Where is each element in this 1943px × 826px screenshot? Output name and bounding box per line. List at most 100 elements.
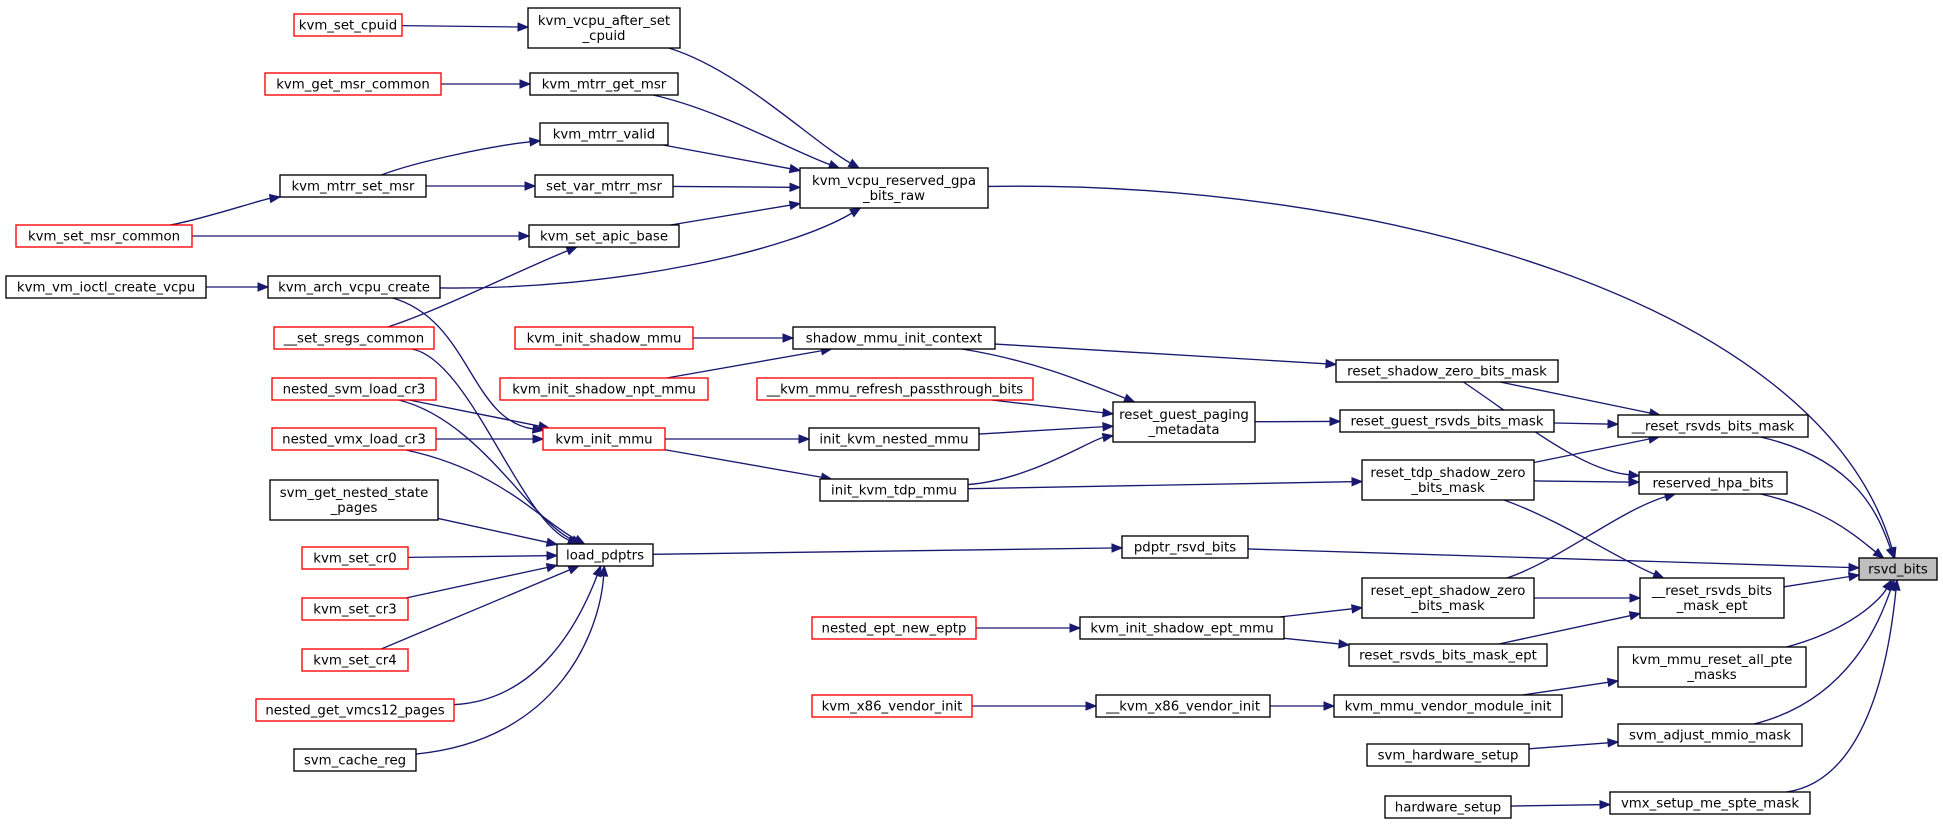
function-node-kvm_mmu_vendor_module_init[interactable]: kvm_mmu_vendor_module_init xyxy=(1333,694,1563,718)
function-node-label: reset_shadow_zero_bits_mask xyxy=(1347,365,1547,380)
function-node-box xyxy=(1639,577,1785,619)
function-node-reset_guest_paging_metadata[interactable]: reset_guest_paging_metadata xyxy=(1112,401,1256,443)
function-node-label: _bits_mask xyxy=(1410,481,1485,496)
function-node-label: kvm_vcpu_after_set xyxy=(538,14,670,29)
function-node-kvm_set_msr_common[interactable]: kvm_set_msr_common xyxy=(15,224,193,248)
function-node-init_kvm_nested_mmu[interactable]: init_kvm_nested_mmu xyxy=(808,427,980,451)
function-node-kvm_init_shadow_ept_mmu[interactable]: kvm_init_shadow_ept_mmu xyxy=(1079,616,1285,640)
function-node-label: _metadata xyxy=(1147,423,1219,438)
function-node-kvm_mmu_reset_all_pte_masks[interactable]: kvm_mmu_reset_all_pte_masks xyxy=(1617,646,1807,688)
function-node-kvm_x86_vendor_init[interactable]: kvm_x86_vendor_init xyxy=(811,694,973,718)
function-node-kvm_init_shadow_mmu[interactable]: kvm_init_shadow_mmu xyxy=(514,326,694,350)
function-node-box xyxy=(534,174,674,198)
call-edge-kvm_set_msr_common-to-kvm_mtrr_set_msr xyxy=(169,193,282,226)
function-node-nested_vmx_load_cr3[interactable]: nested_vmx_load_cr3 xyxy=(271,427,437,451)
function-node-label: reserved_hpa_bits xyxy=(1652,477,1773,492)
function-node-box xyxy=(271,377,437,401)
call-edge-reset_ept_shadow_zero_bits_mask-to-__reset_rsvds_bits_mask_ept xyxy=(1534,593,1642,603)
call-edge-kvm_init_mmu-to-init_kvm_tdp_mmu xyxy=(664,449,833,482)
call-edge-kvm_mtrr_set_msr-to-set_var_mtrr_msr xyxy=(426,181,537,191)
function-node-label: kvm_init_shadow_ept_mmu xyxy=(1090,622,1273,637)
function-node-kvm_mtrr_valid[interactable]: kvm_mtrr_valid xyxy=(539,122,669,146)
call-edge-reset_rsvds_bits_mask_ept-to-__reset_rsvds_bits_mask_ept xyxy=(1498,611,1642,645)
function-node-svm_get_nested_state_pages[interactable]: svm_get_nested_state_pages xyxy=(269,479,439,521)
function-node-label: svm_hardware_setup xyxy=(1378,749,1519,764)
function-node-box xyxy=(556,543,654,567)
function-node-reset_tdp_shadow_zero_bits_mask[interactable]: reset_tdp_shadow_zero_bits_mask xyxy=(1361,459,1535,501)
function-node-label: kvm_mtrr_valid xyxy=(553,128,656,143)
function-node-label: pdptr_rsvd_bits xyxy=(1134,541,1236,556)
function-node-kvm_set_cr3[interactable]: kvm_set_cr3 xyxy=(301,597,409,621)
function-node-box xyxy=(301,546,409,570)
call-edge-kvm_set_cr3-to-load_pdptrs xyxy=(405,562,559,599)
function-node-hardware_setup[interactable]: hardware_setup xyxy=(1384,795,1512,819)
function-node-box xyxy=(792,326,996,350)
call-edge-svm_get_nested_state_pages-to-load_pdptrs xyxy=(437,517,559,547)
function-node-kvm_get_msr_common[interactable]: kvm_get_msr_common xyxy=(264,72,442,96)
call-edge-kvm_get_msr_common-to-kvm_mtrr_get_msr xyxy=(441,79,532,89)
call-edge-kvm_set_msr_common-to-kvm_set_apic_base xyxy=(192,231,531,241)
function-node-svm_hardware_setup[interactable]: svm_hardware_setup xyxy=(1366,743,1530,767)
function-node-kvm_vcpu_after_set_cpuid[interactable]: kvm_vcpu_after_set_cpuid xyxy=(527,7,681,49)
function-node-kvm_init_mmu[interactable]: kvm_init_mmu xyxy=(542,427,666,451)
function-node-kvm_mtrr_set_msr[interactable]: kvm_mtrr_set_msr xyxy=(279,174,427,198)
function-node-box xyxy=(271,427,437,451)
function-node-label: _masks xyxy=(1686,668,1736,683)
function-node-__kvm_x86_vendor_init[interactable]: __kvm_x86_vendor_init xyxy=(1095,694,1271,718)
function-node-box xyxy=(293,13,403,37)
function-node-reserved_hpa_bits[interactable]: reserved_hpa_bits xyxy=(1638,471,1788,495)
function-node-kvm_vcpu_reserved_gpa_bits_raw[interactable]: kvm_vcpu_reserved_gpa_bits_raw xyxy=(799,167,989,209)
function-node-label: kvm_init_shadow_npt_mmu xyxy=(512,383,696,398)
function-node-kvm_set_cr4[interactable]: kvm_set_cr4 xyxy=(301,648,409,672)
function-node-label: __reset_rsvds_bits_mask xyxy=(1631,420,1795,435)
function-node-__set_sregs_common[interactable]: __set_sregs_common xyxy=(273,326,435,350)
function-node-label: kvm_vm_ioctl_create_vcpu xyxy=(17,281,195,296)
function-node-nested_get_vmcs12_pages[interactable]: nested_get_vmcs12_pages xyxy=(255,698,455,722)
function-node-set_var_mtrr_msr[interactable]: set_var_mtrr_msr xyxy=(534,174,674,198)
function-node-kvm_set_cr0[interactable]: kvm_set_cr0 xyxy=(301,546,409,570)
function-node-__reset_rsvds_bits_mask[interactable]: __reset_rsvds_bits_mask xyxy=(1617,414,1809,438)
function-node-load_pdptrs[interactable]: load_pdptrs xyxy=(556,543,654,567)
function-node-__kvm_mmu_refresh_passthrough_bits[interactable]: __kvm_mmu_refresh_passthrough_bits xyxy=(756,377,1034,401)
function-node-kvm_mtrr_get_msr[interactable]: kvm_mtrr_get_msr xyxy=(529,72,679,96)
function-node-svm_cache_reg[interactable]: svm_cache_reg xyxy=(293,748,417,772)
function-node-shadow_mmu_init_context[interactable]: shadow_mmu_init_context xyxy=(792,326,996,350)
function-node-reset_shadow_zero_bits_mask[interactable]: reset_shadow_zero_bits_mask xyxy=(1335,359,1559,383)
function-node-label: load_pdptrs xyxy=(566,549,644,564)
function-nodes: rsvd_bitskvm_vcpu_reserved_gpa_bits_rawk… xyxy=(5,7,1938,819)
call-edge-kvm_mtrr_set_msr-to-kvm_mtrr_valid xyxy=(381,137,542,176)
function-node-box xyxy=(264,72,442,96)
call-edge-kvm_mtrr_valid-to-kvm_vcpu_reserved_gpa_bits_raw xyxy=(662,144,802,174)
function-node-label: nested_svm_load_cr3 xyxy=(283,383,426,398)
function-node-nested_ept_new_eptp[interactable]: nested_ept_new_eptp xyxy=(811,616,977,640)
call-edge-reset_guest_paging_metadata-to-reset_guest_rsvds_bits_mask xyxy=(1254,416,1342,427)
call-edge-kvm_mtrr_get_msr-to-kvm_vcpu_reserved_gpa_bits_raw xyxy=(652,94,841,169)
function-node-label: __kvm_mmu_refresh_passthrough_bits xyxy=(766,383,1024,398)
function-node-kvm_set_apic_base[interactable]: kvm_set_apic_base xyxy=(528,224,680,248)
function-node-pdptr_rsvd_bits[interactable]: pdptr_rsvd_bits xyxy=(1121,535,1249,559)
function-node-label: hardware_setup xyxy=(1395,801,1501,816)
function-node-nested_svm_load_cr3[interactable]: nested_svm_load_cr3 xyxy=(271,377,437,401)
function-node-svm_adjust_mmio_mask[interactable]: svm_adjust_mmio_mask xyxy=(1617,723,1803,747)
call-edge-init_kvm_tdp_mmu-to-reset_guest_paging_metadata xyxy=(967,432,1115,486)
function-node-__reset_rsvds_bits_mask_ept[interactable]: __reset_rsvds_bits_mask_ept xyxy=(1639,577,1785,619)
function-node-init_kvm_tdp_mmu[interactable]: init_kvm_tdp_mmu xyxy=(819,478,969,502)
function-node-kvm_vm_ioctl_create_vcpu[interactable]: kvm_vm_ioctl_create_vcpu xyxy=(5,275,207,299)
function-node-label: set_var_mtrr_msr xyxy=(546,180,662,195)
call-edge-kvm_init_shadow_npt_mmu-to-shadow_mmu_init_context xyxy=(666,346,833,379)
function-node-box xyxy=(1361,459,1535,501)
call-edge-__reset_rsvds_bits_mask-to-rsvd_bits xyxy=(1760,436,1895,560)
function-node-vmx_setup_me_spte_mask[interactable]: vmx_setup_me_spte_mask xyxy=(1609,791,1811,815)
function-node-reset_ept_shadow_zero_bits_mask[interactable]: reset_ept_shadow_zero_bits_mask xyxy=(1361,577,1535,619)
function-node-reset_rsvds_bits_mask_ept[interactable]: reset_rsvds_bits_mask_ept xyxy=(1348,643,1548,667)
function-node-label: __kvm_x86_vendor_init xyxy=(1105,700,1260,715)
function-node-reset_guest_rsvds_bits_mask[interactable]: reset_guest_rsvds_bits_mask xyxy=(1339,409,1555,433)
function-node-rsvd_bits[interactable]: rsvd_bits xyxy=(1858,557,1938,581)
function-node-box xyxy=(1333,694,1563,718)
function-node-label: kvm_mtrr_set_msr xyxy=(291,180,415,195)
function-node-kvm_arch_vcpu_create[interactable]: kvm_arch_vcpu_create xyxy=(267,275,441,299)
function-node-box xyxy=(528,224,680,248)
function-node-box xyxy=(1638,471,1788,495)
function-node-kvm_init_shadow_npt_mmu[interactable]: kvm_init_shadow_npt_mmu xyxy=(499,377,709,401)
function-node-kvm_set_cpuid[interactable]: kvm_set_cpuid xyxy=(293,13,403,37)
